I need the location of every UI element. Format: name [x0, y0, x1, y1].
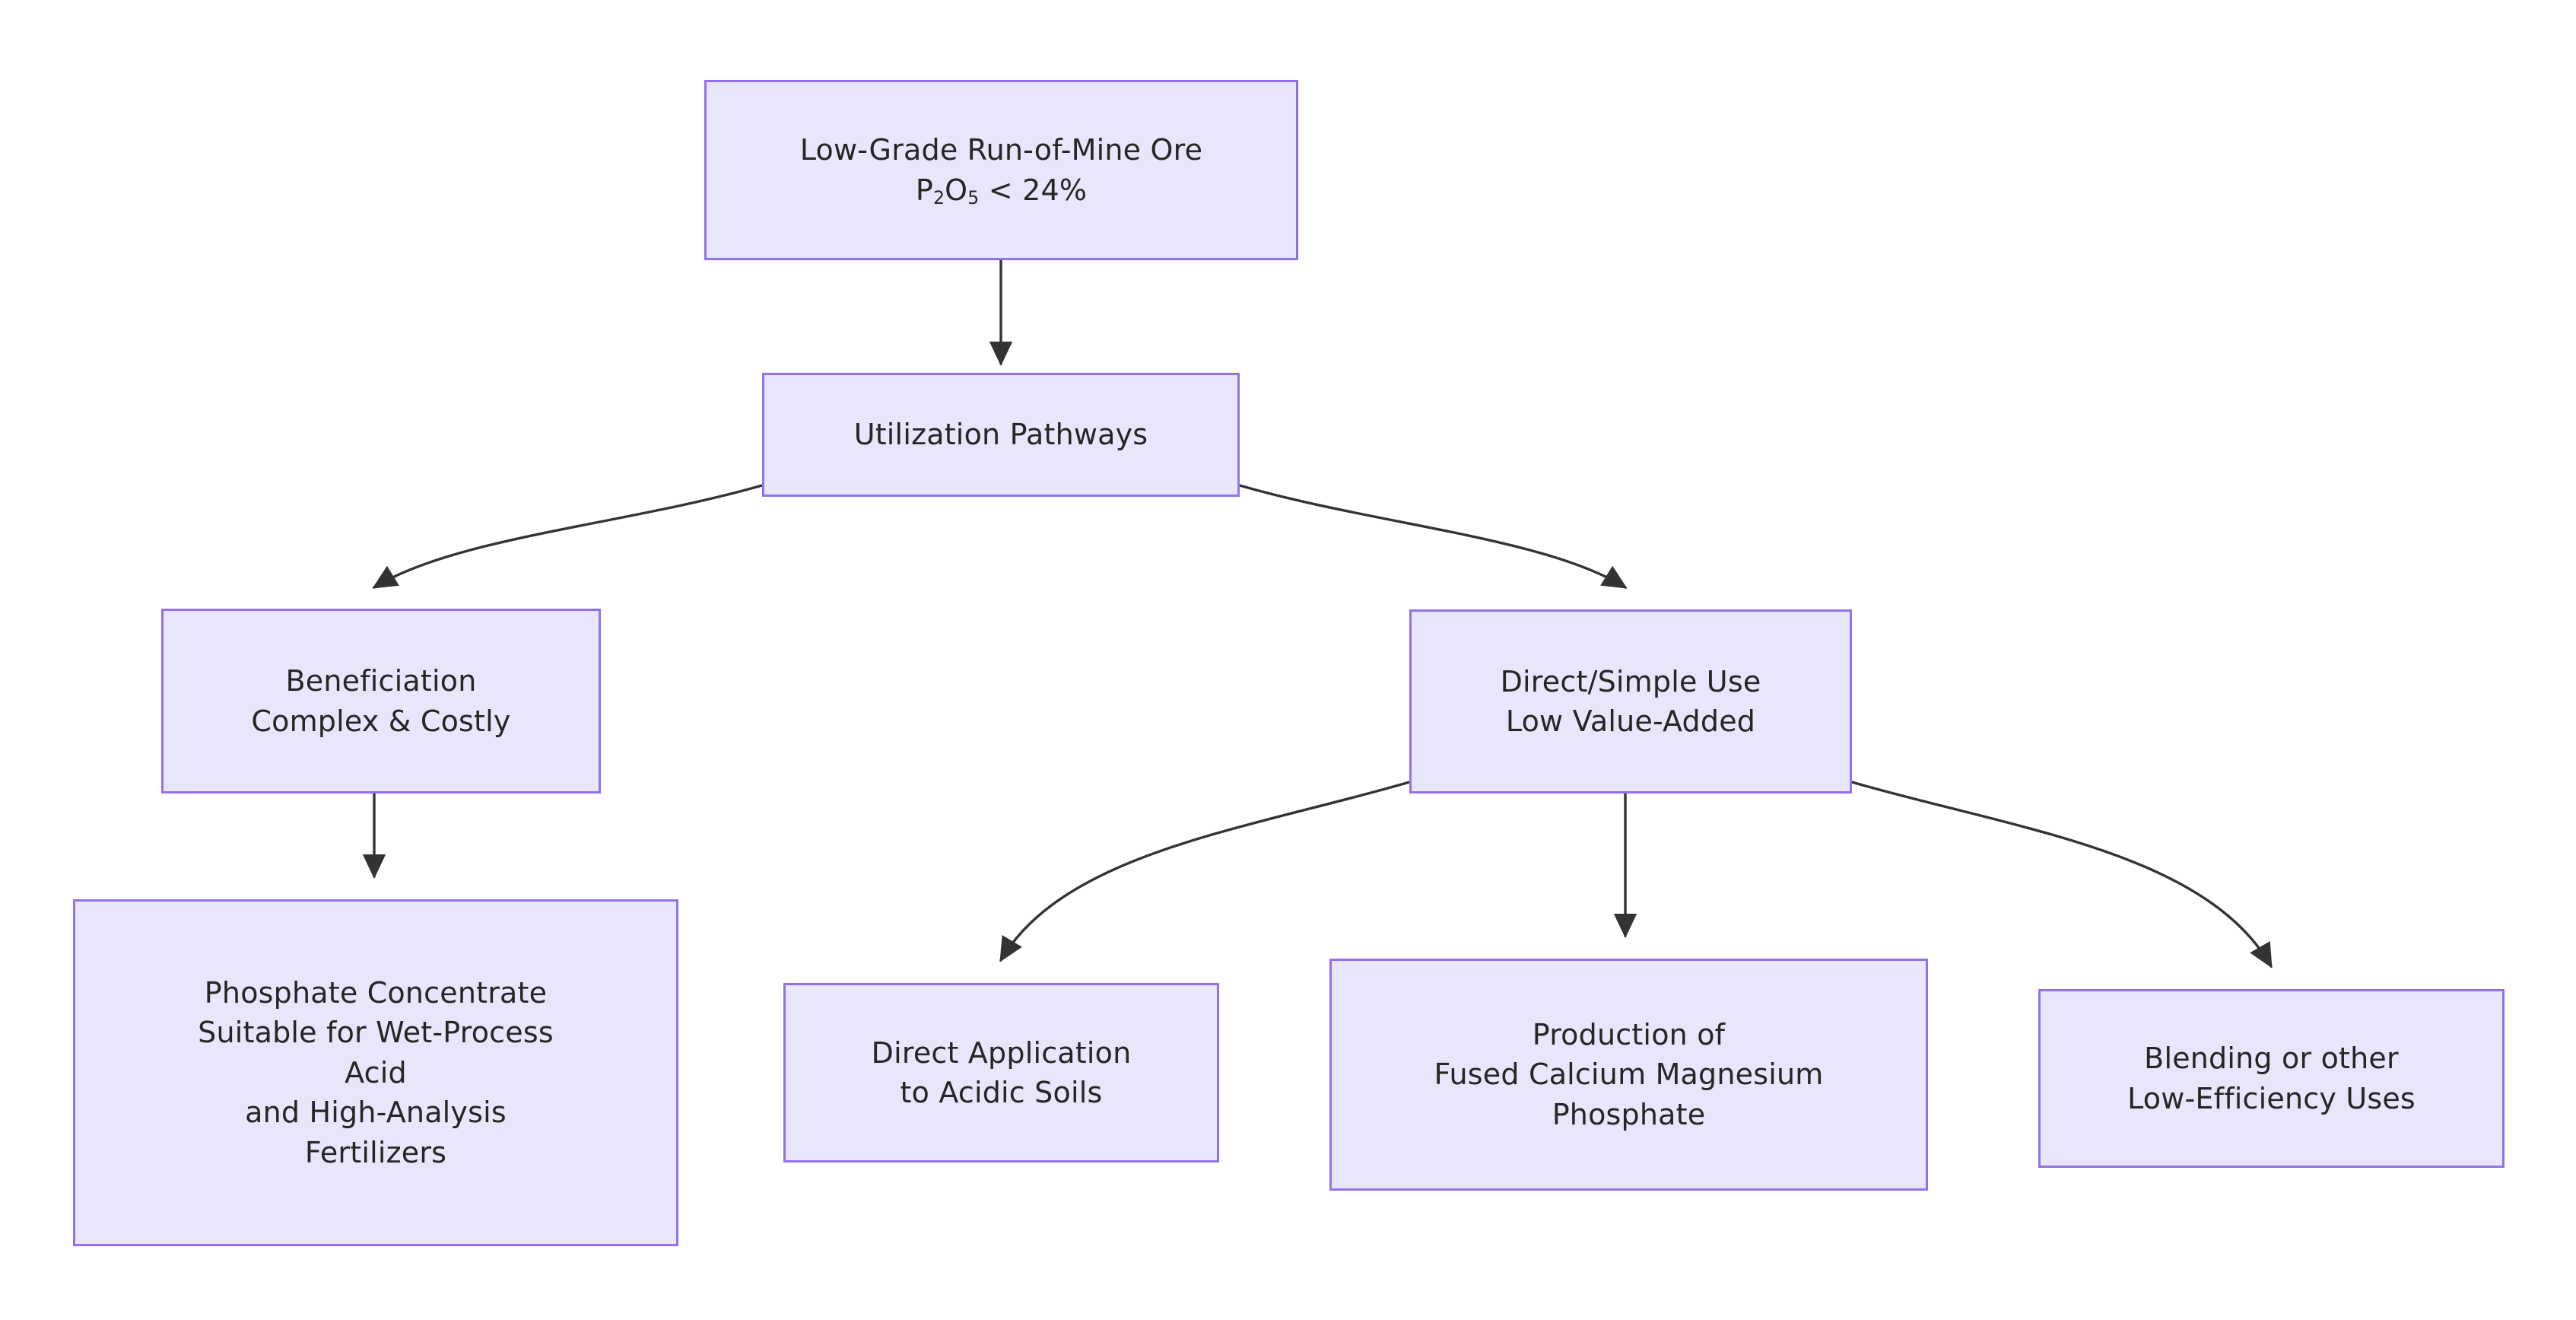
fused-calcium-magnesium-phosphate-node-line-2: Fused Calcium Magnesium	[1434, 1058, 1824, 1092]
direct-application-acidic-soils-node-line-1: Direct Application	[871, 1035, 1132, 1070]
low-grade-ore-node-line-1: Low-Grade Run-of-Mine Ore	[799, 133, 1203, 167]
phosphate-concentrate-node-line-4: and High-Analysis	[245, 1096, 507, 1130]
utilization-pathways-node[interactable]: Utilization Pathways	[762, 373, 1240, 497]
direct-application-acidic-soils-node-line-2: to Acidic Soils	[900, 1076, 1103, 1109]
utilization-pathways-node-line-1: Utilization Pathways	[853, 418, 1148, 452]
direct-simple-use-node-line-2: Low Value-Added	[1505, 705, 1756, 738]
blending-low-efficiency-node-line-1: Blending or other	[2144, 1042, 2399, 1076]
phosphate-concentrate-node-line-1: Phosphate Concentrate	[204, 975, 548, 1010]
phosphate-concentrate-node-line-2: Suitable for Wet-Process	[198, 1016, 554, 1050]
edge-direct-simple-to-blending	[1850, 781, 2273, 969]
edge-pathways-to-direct-simple	[1238, 484, 1628, 589]
low-grade-ore-node-line-2: P2O5 < 24%	[915, 173, 1088, 208]
direct-application-acidic-soils-node[interactable]: Direct Application to Acidic Soils	[783, 983, 1219, 1163]
fused-calcium-magnesium-phosphate-node-line-3: Phosphate	[1552, 1097, 1706, 1131]
edge-direct-simple-to-acidic-soils	[999, 781, 1411, 962]
beneficiation-node-line-2: Complex & Costly	[251, 704, 511, 738]
direct-simple-use-node-line-1: Direct/Simple Use	[1500, 664, 1761, 698]
phosphate-concentrate-node-line-5: Fertilizers	[304, 1135, 447, 1169]
beneficiation-node-line-1: Beneficiation	[285, 664, 477, 698]
blending-low-efficiency-node-line-2: Low-Efficiency Uses	[2127, 1081, 2416, 1115]
edge-pathways-to-beneficiation	[372, 484, 764, 589]
phosphate-concentrate-node-line-3: Acid	[345, 1055, 407, 1089]
fused-calcium-magnesium-phosphate-node-line-1: Production of	[1532, 1017, 1726, 1051]
